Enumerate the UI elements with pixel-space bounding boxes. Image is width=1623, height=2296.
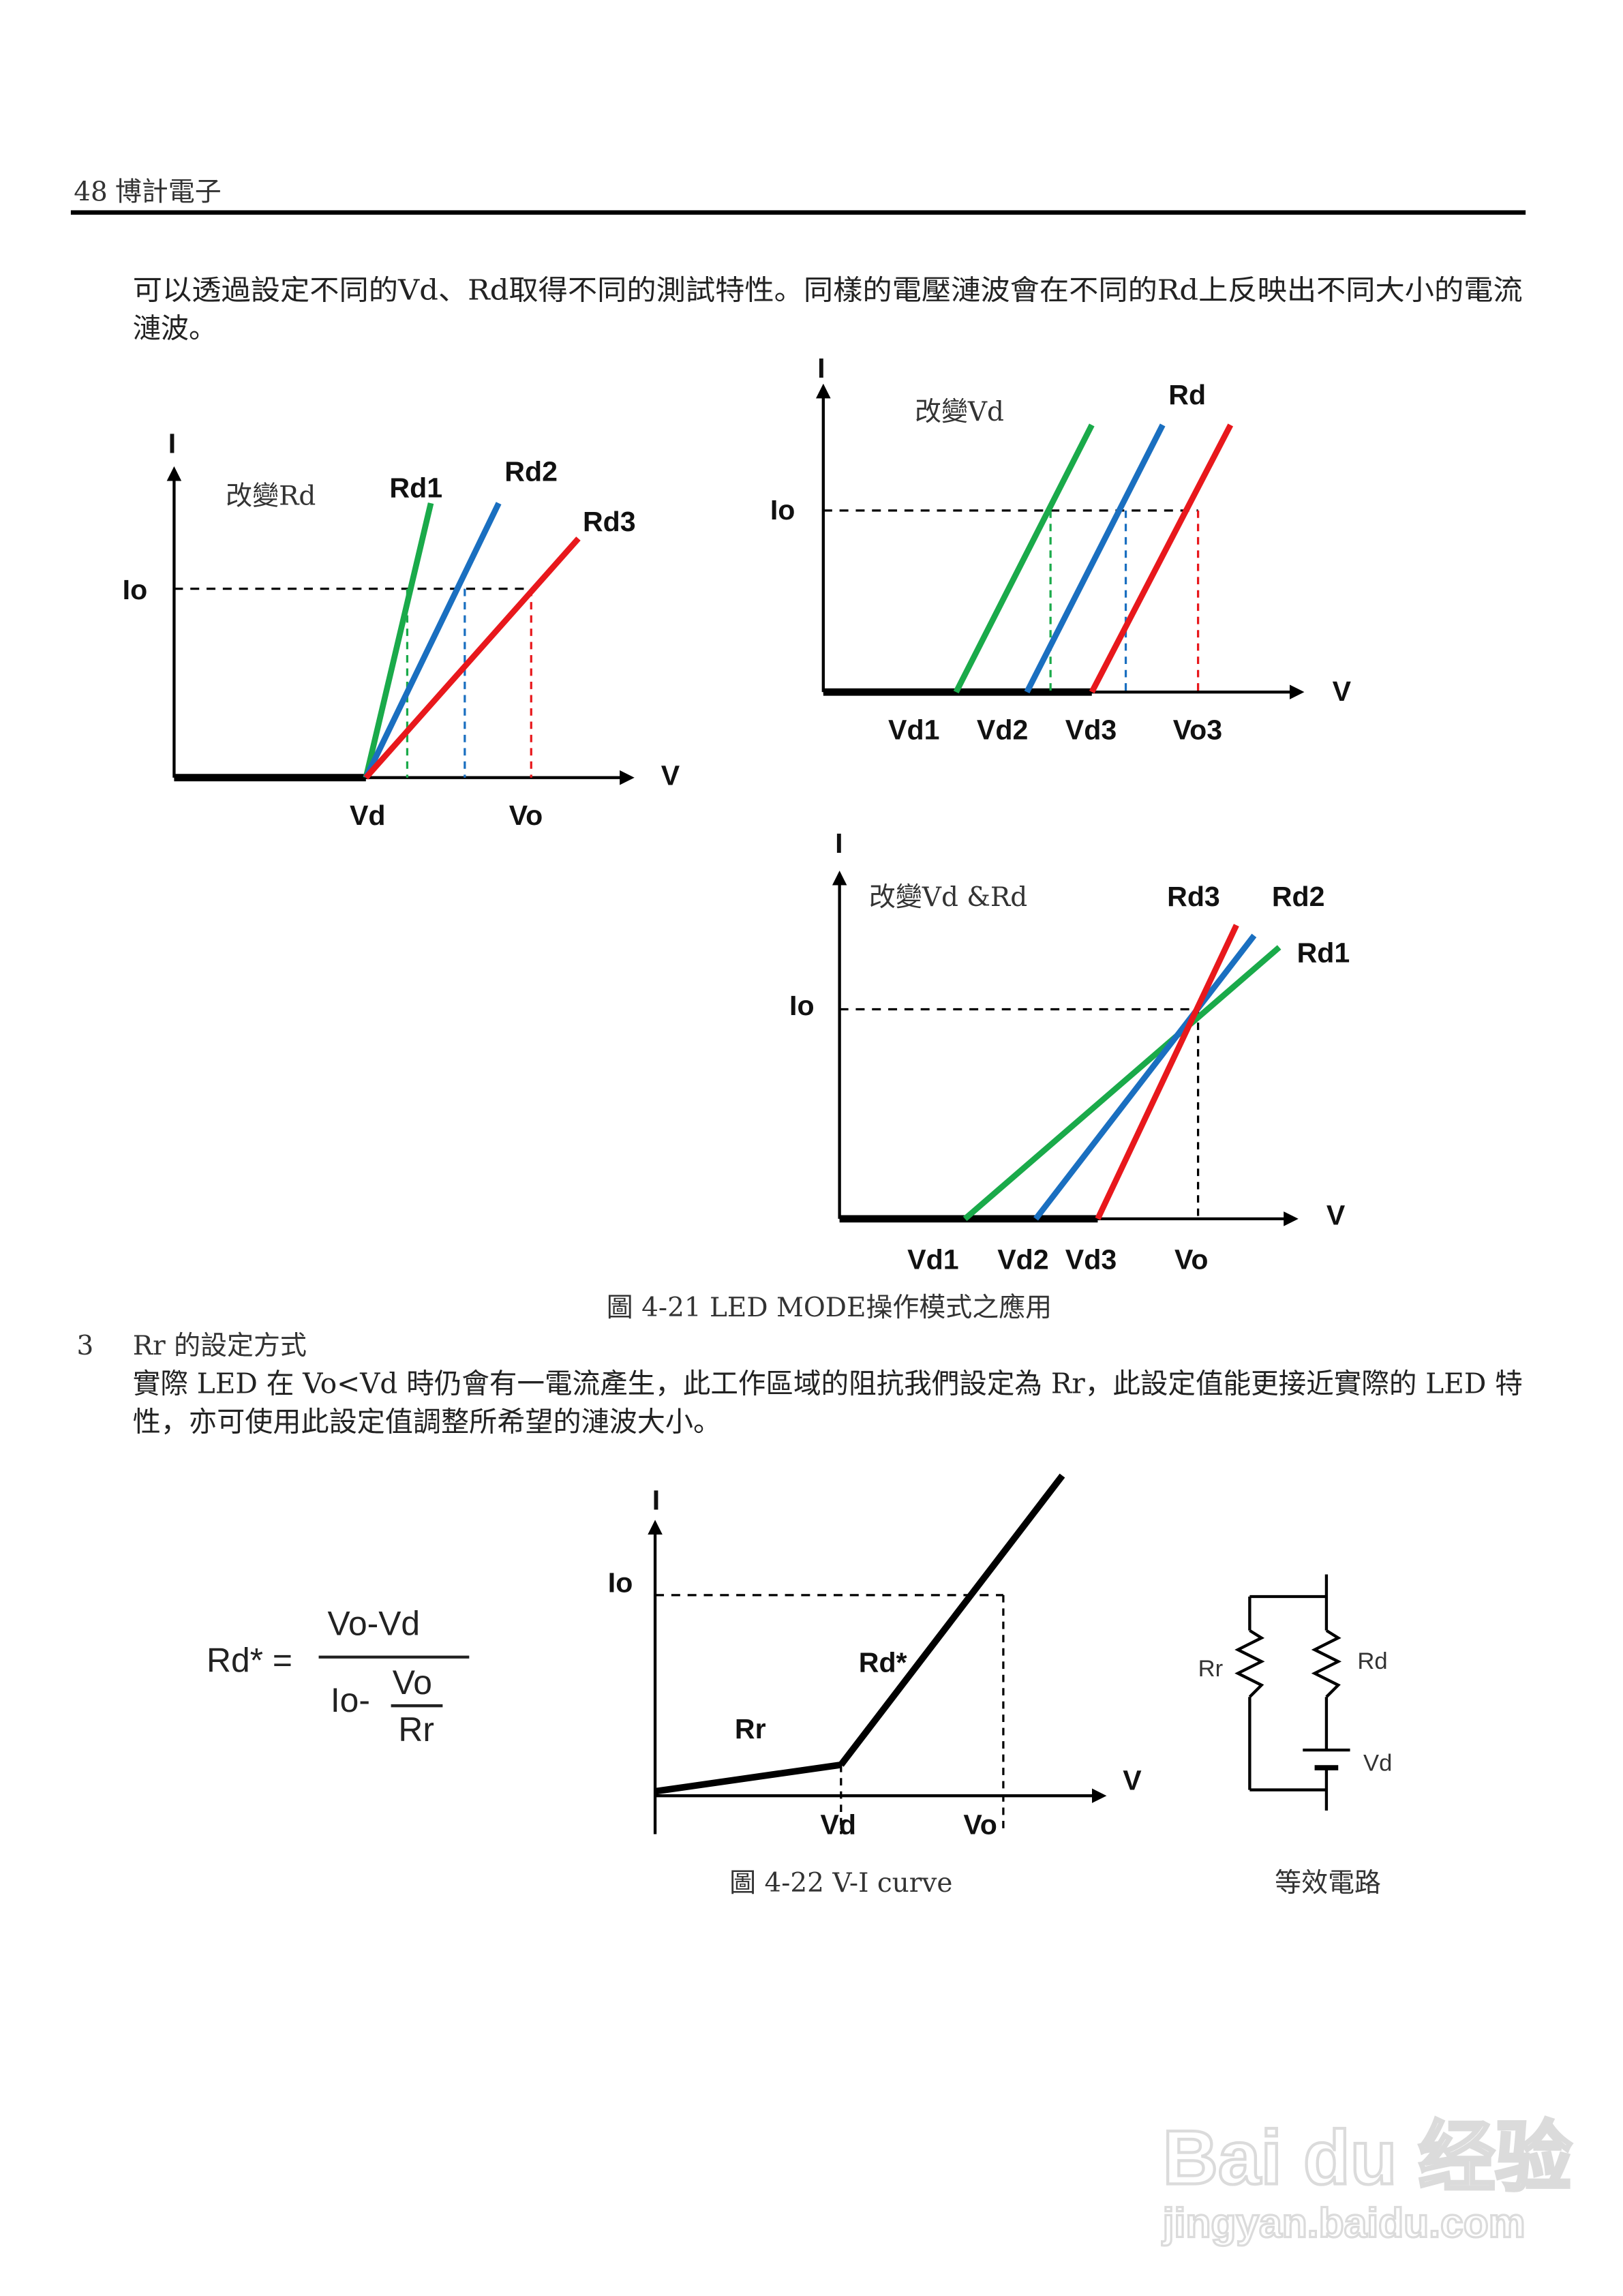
publisher-name: 博計電子: [115, 177, 222, 207]
rr-segment: [654, 1761, 842, 1795]
rd1-label: Rd1: [1297, 937, 1350, 968]
figure-4-22-caption: 圖 4-22 V-I curve: [729, 1868, 952, 1899]
equivalent-circuit: [1234, 1574, 1350, 1811]
section-line-2: 性，亦可使用此設定值調整所希望的漣波大小。: [133, 1406, 721, 1438]
chart-note: 改變Vd: [915, 397, 1004, 427]
circuit-vd-label: Vd: [1363, 1750, 1392, 1776]
chart-note: 改變Rd: [226, 481, 316, 511]
rd-label: Rd: [1168, 379, 1206, 410]
vd3-tick: Vd3: [1065, 1243, 1117, 1275]
rd1-line: [363, 502, 434, 779]
y-axis-label: I: [168, 428, 176, 459]
rr-resistor: [1234, 1629, 1265, 1698]
formula-lhs: Rd* =: [207, 1641, 292, 1679]
chart-vary-vd-rd: I V Io 改變Vd &Rd Rd3 Rd2 Rd1 Vd1 Vd2 Vd3 …: [789, 828, 1350, 1275]
vo3-tick: Vo3: [1173, 714, 1222, 745]
rd3-line: [363, 537, 581, 780]
vd2-tick: Vd2: [977, 714, 1028, 745]
rd-resistor: [1311, 1629, 1342, 1698]
section-title: Rr 的設定方式: [133, 1331, 307, 1361]
rd-star-segment: [838, 1473, 1065, 1767]
rd1-line: [962, 945, 1281, 1222]
rd3-line: [1095, 924, 1239, 1220]
io-label: Io: [123, 574, 148, 605]
vd2-tick: Vd2: [997, 1243, 1048, 1275]
io-label: Io: [770, 494, 795, 526]
rd2-label: Rd2: [504, 456, 558, 487]
vd1-tick: Vd1: [907, 1243, 958, 1275]
vd2-line: [1024, 423, 1166, 694]
y-axis-label: I: [835, 828, 843, 859]
rd1-label: Rd1: [389, 472, 442, 503]
circuit-rr-label: Rr: [1198, 1656, 1224, 1682]
x-axis-label: V: [1326, 1200, 1346, 1231]
x-axis-label: V: [661, 760, 680, 791]
vi-curve-chart: I V Io Rr Rd* Vd Vo: [608, 1473, 1142, 1841]
formula-den-prefix: Io-: [331, 1681, 370, 1719]
rd2-line: [363, 502, 502, 779]
circuit-caption: 等效電路: [1275, 1868, 1381, 1899]
rd3-label: Rd3: [583, 506, 636, 537]
circuit-rd-label: Rd: [1357, 1648, 1387, 1674]
watermark-brand: Bai du 经验: [1163, 2114, 1573, 2200]
vo-tick: Vo: [1174, 1243, 1208, 1275]
vo-tick: Vo: [509, 800, 543, 831]
figure-4-21-caption: 圖 4-21 LED MODE操作模式之應用: [607, 1293, 1052, 1323]
vd3-tick: Vd3: [1065, 714, 1117, 745]
vd3-line: [1089, 423, 1234, 694]
rd2-line: [1033, 933, 1257, 1221]
intro-line-2: 漣波。: [133, 312, 217, 345]
chart-vary-rd: I V Io 改變Rd Rd1 Rd2 Rd3 Vd Vo: [123, 428, 680, 831]
watermark-url: jingyan.baidu.com: [1162, 2199, 1526, 2246]
formula-numerator: Vo-Vd: [328, 1604, 421, 1642]
rd-star-formula: Rd* = Vo-Vd Io- Vo Rr: [207, 1604, 470, 1749]
page-number: 48: [74, 177, 108, 207]
vd-tick: Vd: [350, 800, 386, 831]
rd3-label: Rd3: [1167, 881, 1220, 912]
chart-vary-vd: I V Io 改變Vd Rd Vd1 Vd2 Vd3 Vo3: [770, 352, 1352, 745]
intro-line-1: 可以透過設定不同的Vd、Rd取得不同的測試特性。同樣的電壓漣波會在不同的Rd上反…: [133, 273, 1523, 306]
formula-den-num: Vo: [393, 1663, 432, 1702]
section-number: 3: [77, 1331, 94, 1361]
chart-note: 改變Vd &Rd: [869, 882, 1027, 913]
section-line-1: 實際 LED 在 Vo<Vd 時仍會有一電流產生，此工作區域的阻抗我們設定為 R…: [133, 1367, 1523, 1400]
vd1-line: [953, 423, 1095, 694]
vd1-tick: Vd1: [888, 714, 939, 745]
y-axis-label: I: [817, 352, 825, 384]
vd-tick: Vd: [820, 1809, 856, 1841]
vo-tick: Vo: [963, 1809, 997, 1841]
baidu-watermark: Bai du 经验 jingyan.baidu.com: [1161, 2113, 1574, 2247]
formula-den-den: Rr: [398, 1710, 434, 1749]
x-axis-label: V: [1333, 676, 1352, 707]
io-label: Io: [608, 1567, 633, 1599]
rd-star-label: Rd*: [859, 1646, 907, 1678]
y-axis-label: I: [652, 1484, 660, 1515]
io-label: Io: [789, 990, 815, 1021]
header-rule: [70, 210, 1526, 215]
rr-label: Rr: [735, 1713, 766, 1744]
rd2-label: Rd2: [1272, 881, 1325, 912]
x-axis-label: V: [1123, 1765, 1142, 1796]
